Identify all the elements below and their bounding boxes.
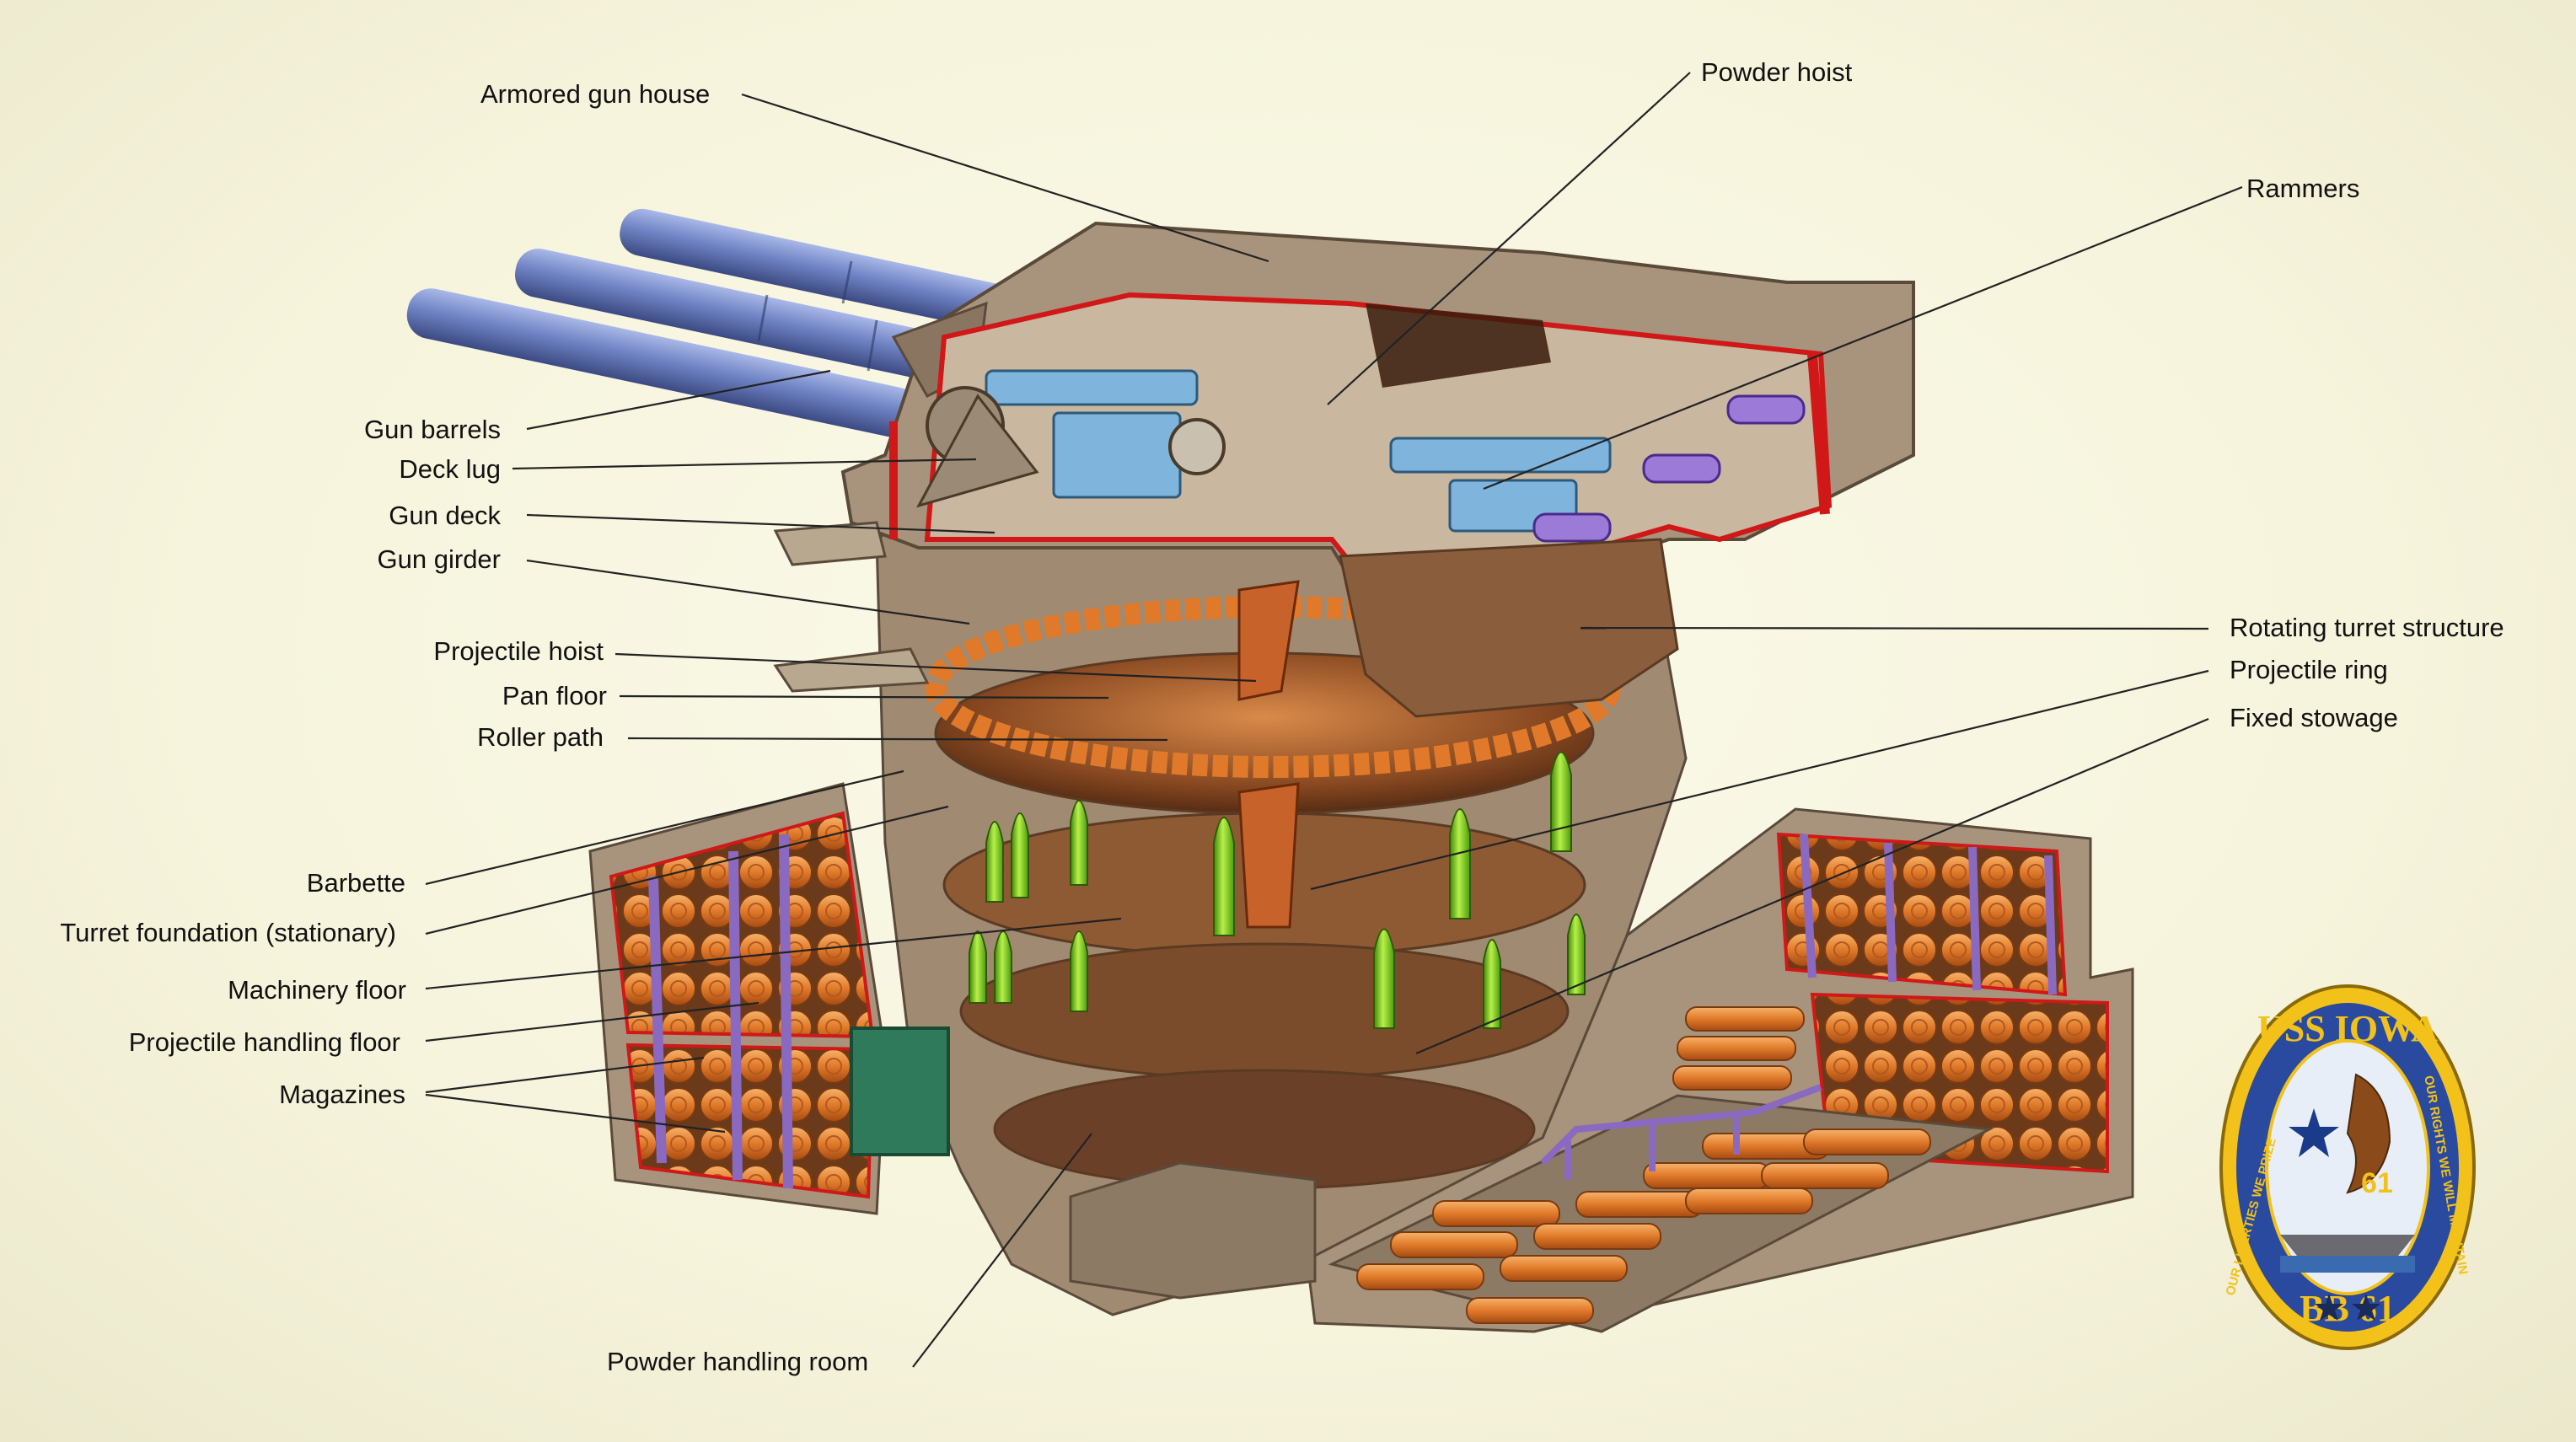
label-barbette: Barbette — [306, 868, 405, 898]
label-deck-lug: Deck lug — [399, 454, 501, 484]
label-fixed-stowage: Fixed stowage — [2230, 703, 2398, 732]
label-armored-gun-house: Armored gun house — [480, 79, 711, 109]
label-projectile-hoist: Projectile hoist — [433, 636, 604, 666]
label-turret-foundation: Turret foundation (stationary) — [60, 918, 396, 947]
label-gun-girder: Gun girder — [377, 544, 501, 574]
label-magazines: Magazines — [279, 1080, 405, 1109]
label-rotating-turret-structure: Rotating turret structure — [2230, 613, 2504, 642]
seal-bottom-text: BB 61 — [2300, 1288, 2396, 1329]
label-projectile-handling-floor: Projectile handling floor — [128, 1027, 400, 1057]
label-projectile-ring: Projectile ring — [2230, 655, 2388, 684]
seal-hull-number: 61 — [2361, 1167, 2393, 1199]
gun-barrel-bottom — [406, 288, 920, 438]
uss-iowa-seal: 61 USS IOWA BB 61 OUR LIBERTIES WE PRIZE… — [2219, 984, 2476, 1350]
label-gun-deck: Gun deck — [389, 501, 501, 530]
rotating-turret-structure — [773, 521, 1679, 718]
label-powder-hoist: Powder hoist — [1701, 57, 1853, 87]
leader-lines — [425, 72, 2243, 1368]
seal-top-text: USS IOWA — [2257, 1008, 2438, 1049]
magazine-left-block — [588, 782, 887, 1215]
label-powder-handling-room: Powder handling room — [607, 1347, 869, 1376]
label-pan-floor: Pan floor — [502, 681, 607, 710]
magazine-right-block — [1305, 807, 2134, 1333]
armored-gun-house — [840, 221, 1915, 597]
label-machinery-floor: Machinery floor — [228, 975, 406, 1005]
label-roller-path: Roller path — [477, 722, 604, 752]
label-gun-barrels: Gun barrels — [364, 415, 501, 444]
label-rammers: Rammers — [2246, 174, 2360, 203]
